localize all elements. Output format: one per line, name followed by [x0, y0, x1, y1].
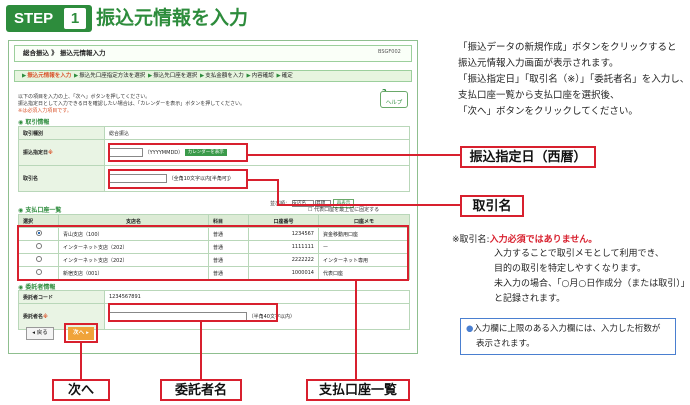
- note-line: 目的の取引を特定しやすくなります。: [494, 264, 647, 274]
- section-consignor-title: ◉ 委託者情報: [18, 284, 56, 291]
- table-row[interactable]: インターネット支店（202） 普通 1111111 ー: [18, 240, 410, 254]
- note-line: と記録されます。: [494, 294, 566, 304]
- memo-cell: 代表口座: [318, 266, 410, 280]
- explain-line: 振込元情報入力画面が表示されます。: [458, 58, 619, 69]
- consignor-code-value: 1234567891: [104, 290, 410, 304]
- callout-consignor: 委託者名: [160, 379, 242, 401]
- required-note: ※は必須入力項目です。: [18, 108, 72, 114]
- date-label: 振込指定日※: [18, 139, 105, 166]
- note-line: 未入力の場合、「○月○日作成分（または取引）」: [494, 279, 690, 289]
- explain-line: 「振込指定日」「取引名（※）」「委託者名」を入力し、: [458, 74, 690, 85]
- name-hint: （全角10文字以内[半角可]）: [168, 176, 234, 182]
- connector-name: [248, 179, 278, 181]
- sort-select[interactable]: 支店名: [291, 200, 314, 207]
- info-box: ●入力欄に上限のある入力欄には、入力した桁数が 表示されます。: [460, 318, 676, 355]
- type-label: 取引種別: [18, 126, 105, 140]
- step-title: 振込元情報を入力: [96, 7, 249, 29]
- connector-date: [248, 154, 460, 156]
- name-label: 取引名: [18, 165, 105, 192]
- screen-title: 総合振込 》 振込元情報入力: [14, 45, 412, 62]
- flow-step: 振込先口座を選択: [153, 73, 198, 79]
- highlight-accounts: [17, 225, 409, 281]
- resort-button[interactable]: 再表示: [332, 199, 355, 208]
- flow-breadcrumb: ▶振込元情報を入力 ▶振込先口座指定方法を選択 ▶振込先口座を選択 ▶支払金額を…: [14, 70, 412, 82]
- date-hint: （YYYYMMDD）: [144, 150, 184, 156]
- next-button[interactable]: 次へ ▸: [68, 327, 94, 340]
- consignor-name-hint: （半角40文字以内）: [248, 314, 295, 320]
- highlight-name: [108, 169, 248, 189]
- callout-name: 取引名: [460, 195, 524, 217]
- connector-next: [80, 343, 82, 400]
- info-line: 表示されます。: [476, 339, 535, 349]
- consignor-name-label: 委託者名※: [18, 303, 105, 330]
- sort-order-select[interactable]: 昇順: [315, 200, 332, 207]
- consignor-table: 委託者コード 1234567891 委託者名※ （半角40文字以内）: [18, 290, 410, 330]
- explain-line: 支払口座一覧から支払口座を選択後、: [458, 90, 620, 101]
- account-table: 選択 支店名 科目 口座番号 口座メモ 青山支店（100） 普通 1234567…: [18, 214, 410, 280]
- flow-step: 内容確認: [251, 73, 274, 79]
- callout-date: 振込指定日（西暦）: [460, 146, 596, 168]
- flow-step-current: 振込元情報を入力: [27, 73, 72, 79]
- section-account-title: ◉ 支払口座一覧: [18, 207, 62, 214]
- torihiki-table: 取引種別 総合振込 振込指定日※ （YYYYMMDD） カレンダーを表示 取引名…: [18, 126, 410, 192]
- step-number: 1: [64, 8, 86, 29]
- highlight-next: [64, 323, 98, 343]
- help-button[interactable]: ヘルプ: [380, 91, 408, 108]
- consignor-code-label: 委託者コード: [18, 290, 105, 304]
- col-memo: 口座メモ: [318, 214, 410, 228]
- type-value: 総合振込: [104, 126, 410, 140]
- calendar-button[interactable]: カレンダーを表示: [184, 149, 227, 156]
- explain-line: 「振込データの新規作成」ボタンをクリックすると: [458, 42, 677, 53]
- note-required: 入力必須ではありません。: [489, 235, 598, 245]
- account-option[interactable]: ☐ 代表口座を最上位に固定する: [308, 207, 380, 213]
- flow-step: 確定: [281, 73, 293, 79]
- explain-line: 「次へ」ボタンをクリックしてください。: [458, 106, 638, 117]
- connector-accounts: [355, 281, 357, 400]
- highlight-consignor: [108, 303, 278, 322]
- flow-step: 支払金額を入力: [205, 73, 244, 79]
- col-type: 科目: [208, 214, 249, 228]
- note-head: ※取引名:入力必須ではありません。: [452, 235, 598, 245]
- screen-code: BSGF002: [378, 49, 401, 55]
- section-torihiki-title: ◉ 取引情報: [18, 119, 50, 126]
- name-cell: （全角10文字以内[半角可]）: [104, 165, 410, 192]
- callout-next: 次へ: [52, 379, 110, 401]
- instruction-line: 以下の項目を入力の上、「次へ」ボタンを押してください。: [18, 94, 151, 100]
- connector-consignor: [200, 321, 202, 400]
- back-button[interactable]: ◂ 戻る: [26, 327, 54, 340]
- connector-name: [277, 179, 279, 205]
- callout-accounts: 支払口座一覧: [306, 379, 410, 401]
- instruction-line: 振込指定日として入力できる日を確認したい場合は、「カレンダーを表示」ボタンを押し…: [18, 101, 245, 107]
- consignor-name-cell: （半角40文字以内）: [104, 303, 410, 330]
- connector-name: [277, 204, 460, 206]
- flow-step: 振込先口座指定方法を選択: [79, 73, 146, 79]
- bullet-icon: ●: [466, 324, 474, 334]
- highlight-date: [108, 143, 248, 162]
- col-select: 選択: [18, 214, 59, 228]
- note-line: 入力することで取引メモとして利用でき、: [494, 249, 664, 259]
- info-line: 入力欄に上限のある入力欄には、入力した桁数が: [473, 324, 661, 334]
